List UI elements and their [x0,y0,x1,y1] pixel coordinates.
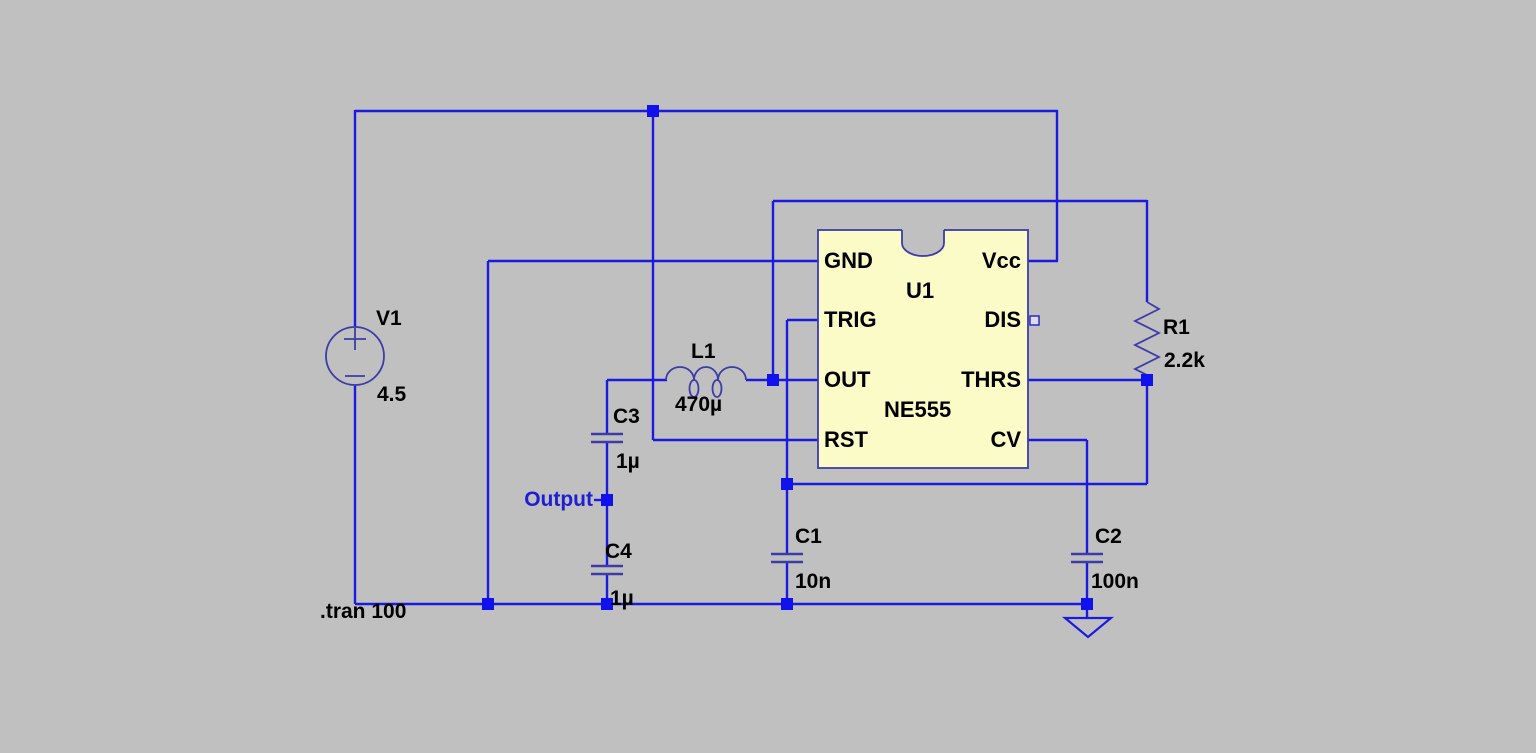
r1-resistor-symbol[interactable] [1132,301,1162,380]
v1-name-label[interactable]: V1 [376,307,402,330]
pin-label-vcc: Vcc [981,248,1021,273]
l1-inductor-symbol[interactable] [665,366,747,398]
junction-dots [482,105,1153,610]
l1-value-label[interactable]: 470µ [675,393,723,416]
c1-name-label[interactable]: C1 [795,525,822,548]
c1-capacitor-symbol[interactable] [771,552,803,564]
r1-name-label[interactable]: R1 [1163,316,1190,339]
junction-dot [767,374,779,386]
wire-vcc-net[interactable] [353,109,1059,442]
junction-dot [482,598,494,610]
wire-cv-net[interactable] [1028,438,1089,604]
junction-dot [1081,598,1093,610]
c3-name-label[interactable]: C3 [613,405,640,428]
v1-value-label[interactable]: 4.5 [377,383,407,406]
pin-label-rst: RST [824,427,868,452]
wire-gnd-net[interactable] [353,259,1089,618]
u1-name-label[interactable]: U1 [906,278,935,303]
c4-name-label[interactable]: C4 [605,540,632,563]
junction-dot [647,105,659,117]
c3-capacitor-symbol[interactable] [591,432,623,444]
u1-part-label[interactable]: NE555 [884,397,952,422]
l1-name-label[interactable]: L1 [691,340,716,363]
pin-label-cv: CV [990,427,1021,452]
pin-label-dis: DIS [984,307,1021,332]
junction-dot [601,598,613,610]
junction-dot [601,494,613,506]
u1-ic-symbol[interactable] [817,227,1040,469]
r1-value-label[interactable]: 2.2k [1164,349,1205,372]
c1-value-label[interactable]: 10n [795,570,832,593]
tran-directive[interactable]: .tran 100 [320,600,407,623]
junction-dot [1141,374,1153,386]
c2-name-label[interactable]: C2 [1095,525,1122,548]
c3-value-label[interactable]: 1µ [616,450,640,473]
dis-pin-marker [1029,315,1040,326]
output-net-label[interactable]: Output [524,488,593,511]
pin-label-gnd: GND [824,248,873,273]
pin-label-out: OUT [824,367,871,392]
pin-label-trig: TRIG [824,307,877,332]
ic-notch [901,230,945,257]
c2-capacitor-symbol[interactable] [1071,552,1103,564]
c2-value-label[interactable]: 100n [1091,570,1139,593]
v1-voltage-source-symbol[interactable] [325,326,385,386]
junction-dot [781,478,793,490]
c4-value-label[interactable]: 1µ [610,587,634,610]
pin-label-thrs: THRS [961,367,1021,392]
junction-dot [781,598,793,610]
ground-symbol[interactable] [1061,616,1115,639]
wire-out-net[interactable] [746,199,1149,382]
c4-capacitor-symbol[interactable] [591,564,623,576]
